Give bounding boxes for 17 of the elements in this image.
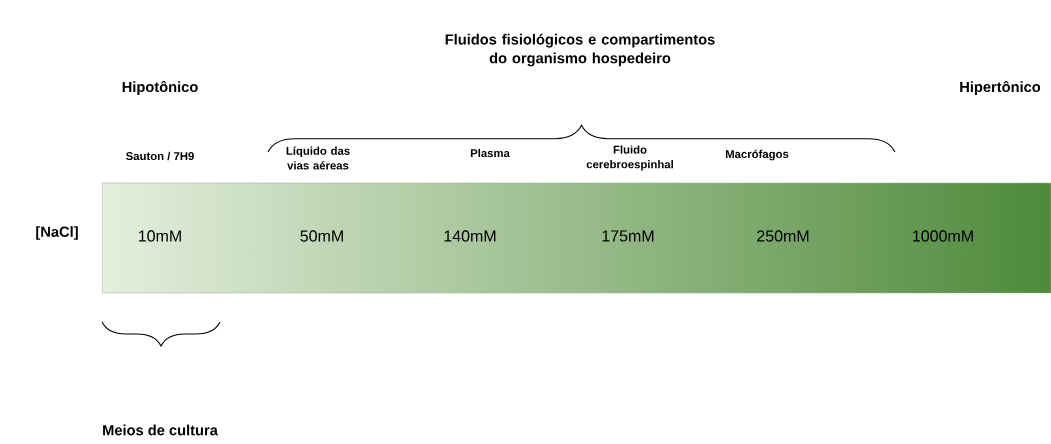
axis-label: [NaCl] bbox=[36, 226, 78, 240]
column-label: Plasma bbox=[470, 148, 510, 158]
heading: Hipotônico bbox=[122, 81, 198, 95]
brace-label: Meios de cultura bbox=[103, 424, 218, 436]
column-label: Fluido cerebroespinhal bbox=[586, 145, 673, 171]
brace-label: Fluidos fisiológicos e compartimentos do organismo hospedeiro bbox=[445, 33, 715, 67]
concentration-value: 10mM bbox=[139, 230, 181, 242]
column-label: Líquido das vias aéreas bbox=[286, 146, 350, 170]
column-label: Macrófagos bbox=[725, 149, 789, 161]
column-label: Sauton / 7H9 bbox=[126, 151, 194, 161]
concentration-value: 140mM bbox=[444, 230, 496, 242]
concentration-value: 250mM bbox=[757, 230, 809, 242]
gradient-bar bbox=[101, 182, 1051, 294]
concentration-value: 50mM bbox=[300, 230, 343, 242]
concentration-value: 1000mM bbox=[913, 230, 973, 242]
concentration-value: 175mM bbox=[602, 230, 654, 242]
heading: Hipertônico bbox=[960, 81, 1041, 95]
